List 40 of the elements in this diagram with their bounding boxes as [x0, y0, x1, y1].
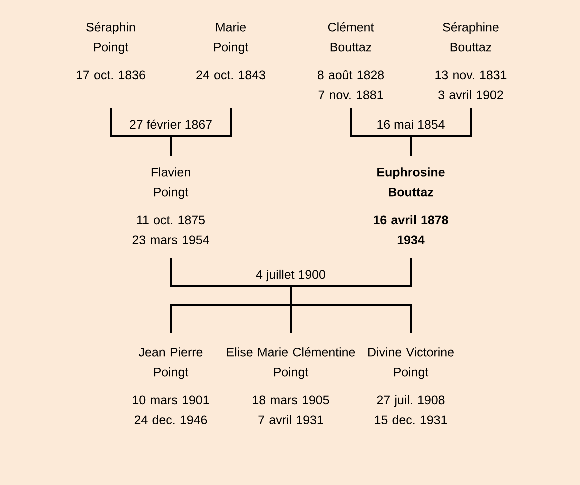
connector-line [350, 108, 411, 137]
edge-label: 16 mai 1854 [376, 118, 446, 130]
date-text: 1934 [398, 236, 425, 245]
connector-line [410, 136, 412, 156]
person-name: Euphrosine Bouttaz [378, 168, 445, 197]
connector-line [170, 136, 172, 156]
date-text: 10 mars 1901 [133, 396, 210, 405]
connector-line [171, 108, 232, 137]
person-name: Jean Pierre Poingt [139, 348, 203, 380]
date-text: 18 mars 1905 [253, 396, 330, 405]
person-name: Divine Victorine Poingt [368, 348, 454, 380]
person-name: Séraphin Poingt [86, 22, 136, 54]
connector-line [291, 258, 412, 287]
person-name: Marie Poingt [214, 22, 249, 54]
date-text: 27 juil. 1908 [377, 395, 445, 408]
date-text: 8 août 1828 [318, 70, 384, 80]
date-text: 16 avril 1878 [374, 215, 448, 225]
person-name: Flavien Poingt [152, 168, 190, 200]
connector-line [290, 305, 292, 333]
connector-line [110, 108, 171, 137]
connector-line [291, 304, 412, 333]
date-text: 24 oct. 1843 [196, 70, 266, 80]
date-text: 23 mars 1954 [132, 236, 210, 244]
connector-line [170, 258, 291, 287]
edge-label: 4 juillet 1900 [254, 268, 328, 283]
date-text: 3 avril 1902 [438, 90, 504, 100]
date-text: 15 dec. 1931 [375, 415, 448, 424]
person-name: Elise Marie Clémentine Poingt [227, 347, 356, 380]
date-text: 17 oct. 1836 [77, 70, 146, 80]
connector-line [290, 286, 292, 305]
connector-line [170, 304, 291, 333]
person-name: Séraphine Bouttaz [443, 22, 499, 52]
date-text: 7 nov. 1881 [318, 90, 384, 100]
person-name: Clément Bouttaz [328, 22, 374, 52]
date-text: 13 nov. 1831 [436, 70, 507, 80]
edge-label: 27 février 1867 [128, 118, 214, 130]
date-text: 24 dec. 1946 [134, 415, 208, 424]
date-text: 11 oct. 1875 [137, 216, 205, 225]
connector-line [411, 108, 472, 137]
date-text: 7 avril 1931 [258, 415, 324, 424]
